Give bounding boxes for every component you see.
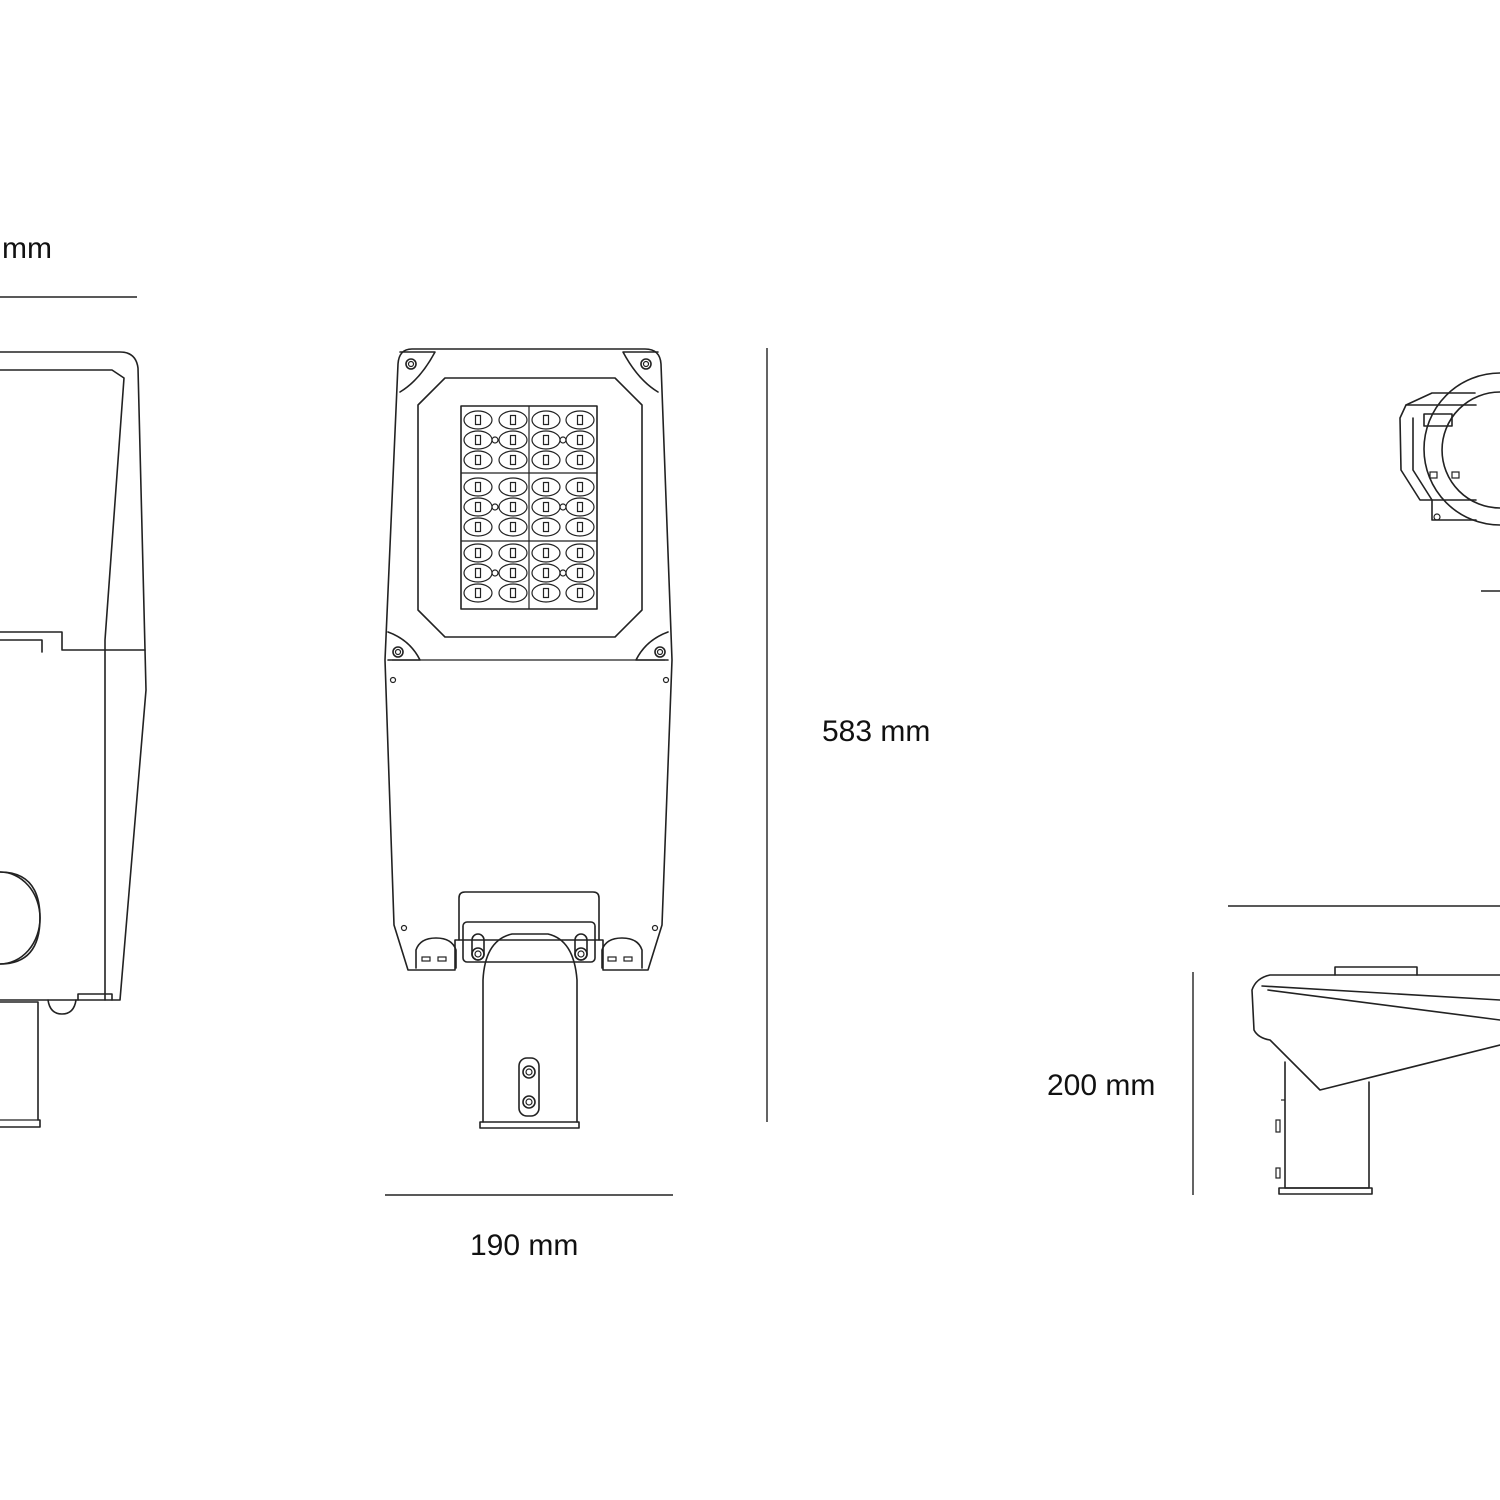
led-chip (542, 481, 550, 493)
led-chip (576, 501, 584, 513)
led-chip (576, 414, 584, 426)
led-lens (531, 410, 561, 430)
side-height-dimension-label: 200 mm (1047, 1069, 1156, 1102)
led-lens (531, 497, 561, 517)
led-lens (498, 517, 528, 537)
led-chip (576, 547, 584, 559)
led-lens (463, 497, 493, 517)
led-array (463, 410, 595, 603)
led-chip (474, 587, 482, 599)
led-lens (531, 450, 561, 470)
led-lens (463, 477, 493, 497)
led-chip (509, 587, 517, 599)
led-chip (509, 454, 517, 466)
led-lens (498, 583, 528, 603)
led-lens (531, 583, 561, 603)
led-chip (576, 481, 584, 493)
led-lens (463, 430, 493, 450)
led-chip (576, 567, 584, 579)
left-side-view (0, 296, 147, 1128)
led-lens (498, 477, 528, 497)
led-chip (542, 547, 550, 559)
led-lens (565, 583, 595, 603)
led-chip (509, 481, 517, 493)
led-lens (565, 517, 595, 537)
led-lens (463, 410, 493, 430)
led-chip (509, 567, 517, 579)
led-chip (474, 454, 482, 466)
led-chip (542, 501, 550, 513)
led-lens (498, 543, 528, 563)
led-chip (576, 587, 584, 599)
led-chip (576, 434, 584, 446)
led-lens (565, 410, 595, 430)
led-chip (542, 414, 550, 426)
led-chip (542, 454, 550, 466)
led-chip (542, 434, 550, 446)
led-lens (565, 543, 595, 563)
led-lens (531, 477, 561, 497)
board-screw (491, 503, 499, 511)
led-chip (474, 567, 482, 579)
led-lens (565, 450, 595, 470)
board-screw (559, 503, 567, 511)
led-lens (498, 497, 528, 517)
side-view (1192, 905, 1500, 1195)
top-left-dimension-label: mm (2, 232, 52, 265)
led-lens (498, 450, 528, 470)
board-screw (491, 569, 499, 577)
led-lens (498, 430, 528, 450)
led-lens (565, 430, 595, 450)
rear-view (1399, 372, 1500, 592)
led-chip (542, 587, 550, 599)
led-chip (474, 434, 482, 446)
front-view (384, 348, 768, 1196)
led-chip (509, 547, 517, 559)
led-lens (498, 563, 528, 583)
led-lens (463, 450, 493, 470)
led-chip (509, 414, 517, 426)
led-lens (498, 410, 528, 430)
led-lens (531, 563, 561, 583)
led-chip (576, 454, 584, 466)
led-chip (474, 521, 482, 533)
led-lens (463, 543, 493, 563)
led-chip (509, 521, 517, 533)
board-screw (559, 436, 567, 444)
led-lens (565, 563, 595, 583)
height-dimension-label: 583 mm (822, 715, 931, 748)
led-chip (474, 501, 482, 513)
led-lens (463, 517, 493, 537)
led-chip (542, 567, 550, 579)
led-lens (463, 583, 493, 603)
led-lens (565, 477, 595, 497)
led-chip (474, 481, 482, 493)
board-screw (559, 569, 567, 577)
led-chip (474, 414, 482, 426)
board-screw (491, 436, 499, 444)
led-lens (531, 543, 561, 563)
led-chip (509, 501, 517, 513)
led-chip (509, 434, 517, 446)
led-chip (542, 521, 550, 533)
led-lens (531, 517, 561, 537)
led-chip (576, 521, 584, 533)
led-chip (474, 547, 482, 559)
led-lens (531, 430, 561, 450)
led-lens (565, 497, 595, 517)
led-lens (463, 563, 493, 583)
width-dimension-label: 190 mm (470, 1229, 579, 1262)
